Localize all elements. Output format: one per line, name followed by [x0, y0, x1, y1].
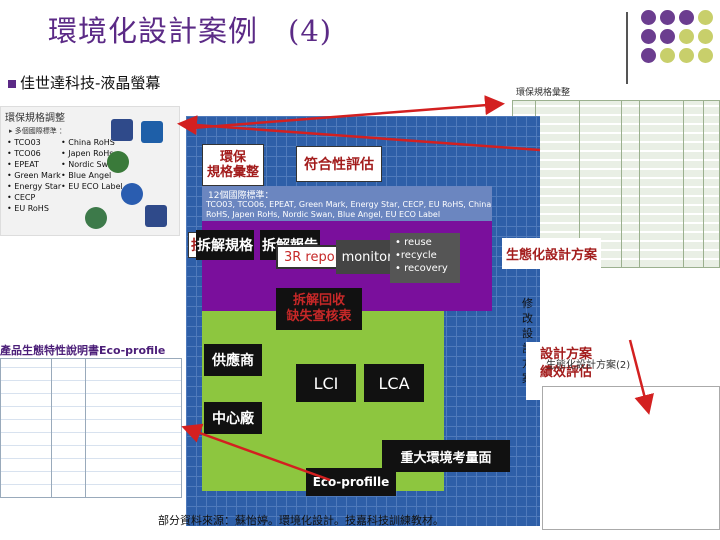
standard-item: • TCO06 — [7, 149, 41, 158]
eco-profile-box: Eco-profille — [306, 468, 396, 496]
rrr-item: • reuse — [395, 237, 432, 248]
standard-item: • TCO03 — [7, 138, 41, 147]
decor-dot — [641, 48, 656, 63]
cecp-logo-icon — [121, 183, 143, 205]
table-heading: 環保規格彙整 — [516, 88, 571, 98]
standard-item: • China RoHS — [61, 138, 115, 147]
decor-dot — [641, 29, 656, 44]
standard-item: • Energy Star — [7, 182, 62, 191]
arrow-to-table — [191, 95, 505, 130]
divider — [626, 12, 628, 90]
standard-item: • Japen RoHs — [61, 149, 114, 158]
monitor-box: monitor — [336, 240, 398, 274]
decor-dot — [698, 29, 713, 44]
env-standards-panel: 環保規格調整 ▸ 多個國際標準 ： • TCO03• TCO06• EPEAT•… — [0, 106, 180, 236]
3r-list: • reuse •recycle • recovery — [390, 233, 460, 283]
rrr-item: •recycle — [395, 250, 437, 261]
standard-item: • Nordic Swan — [61, 160, 119, 169]
standard-item: • EPEAT — [7, 160, 39, 169]
source-note: 部分資料來源：蘇怡婷。環境化設計。技嘉科技訓練教材。 — [158, 514, 444, 527]
supplier-box: 供應商 — [204, 344, 262, 376]
decor-dot — [641, 10, 656, 25]
dismantle-spec-tag: 拆解規格 — [196, 230, 254, 260]
env-panel-subheading: ▸ 多個國際標準 ： — [9, 127, 66, 135]
decor-dot — [679, 10, 694, 25]
energy-star-logo-icon — [141, 121, 163, 143]
center-factory-box: 中心廠 — [204, 402, 262, 434]
intl-standards-text: TCO03, TCO06, EPEAT, Green Mark, Energy … — [206, 200, 492, 219]
decor-dot — [698, 48, 713, 63]
nordic-swan-logo-icon — [85, 207, 107, 229]
tco-logo-icon — [111, 119, 133, 141]
eco-design-plan-box: 生態化設計方案 — [502, 238, 602, 269]
lci-box: LCI — [296, 364, 356, 402]
design-plan-title: 生態化設計方案(2) — [546, 360, 631, 371]
eco-profile-panel: 產品生態特性說明書Eco-profile — [0, 342, 184, 500]
rrr-item: • recovery — [395, 263, 448, 274]
eco-profile-title: 產品生態特性說明書Eco-profile — [0, 344, 166, 357]
eco-design-diagram: 12個國際標準： TCO03, TCO06, EPEAT, Green Mark… — [186, 116, 606, 526]
decor-dot — [660, 10, 675, 25]
recycle-checklist-box: 拆解回收 缺失查核表 — [276, 288, 362, 330]
compliance-box: 符合性評估 — [296, 146, 382, 182]
decor-dot — [698, 10, 713, 25]
page-title: 環境化設計案例 (4) — [48, 14, 333, 48]
decor-dot — [660, 29, 675, 44]
standard-item: • Blue Angel — [61, 171, 112, 180]
env-spec-box: 環保 規格彙整 — [202, 144, 264, 186]
standard-item: • Green Mark — [7, 171, 61, 180]
intl-standards-title: 12個國際標準： — [208, 191, 274, 201]
env-panel-heading: 環保規格調整 — [5, 113, 65, 124]
major-env-aspects-box: 重大環境考量面 — [382, 440, 510, 472]
design-plan-panel — [542, 386, 720, 530]
standards-list-2: • China RoHS • Japen RoHs • Nordic Swan • B… — [61, 137, 123, 192]
slide-subtitle: 佳世達科技-液晶螢幕 — [8, 72, 160, 93]
arrow-to-env-panel — [177, 115, 541, 152]
subtitle-text: 佳世達科技-液晶螢幕 — [20, 74, 161, 92]
bullet-icon — [8, 79, 16, 88]
standard-item: • EU RoHS — [7, 204, 49, 213]
standard-item: • CECP — [7, 193, 36, 202]
decor-dot — [660, 48, 675, 63]
arrow-to-eco-panel — [181, 423, 331, 482]
green-mark-logo-icon — [107, 151, 129, 173]
decor-dot — [679, 29, 694, 44]
tco-logo-2-icon — [145, 205, 167, 227]
intl-standards-band — [202, 186, 492, 222]
standards-list-1: • TCO03 • TCO06 • EPEAT • Green Mark • Energ… — [7, 137, 61, 214]
decor-dot — [679, 48, 694, 63]
standard-item: • EU ECO Label — [61, 182, 123, 191]
lca-box: LCA — [364, 364, 424, 402]
arrow-to-design-panel — [628, 339, 654, 415]
